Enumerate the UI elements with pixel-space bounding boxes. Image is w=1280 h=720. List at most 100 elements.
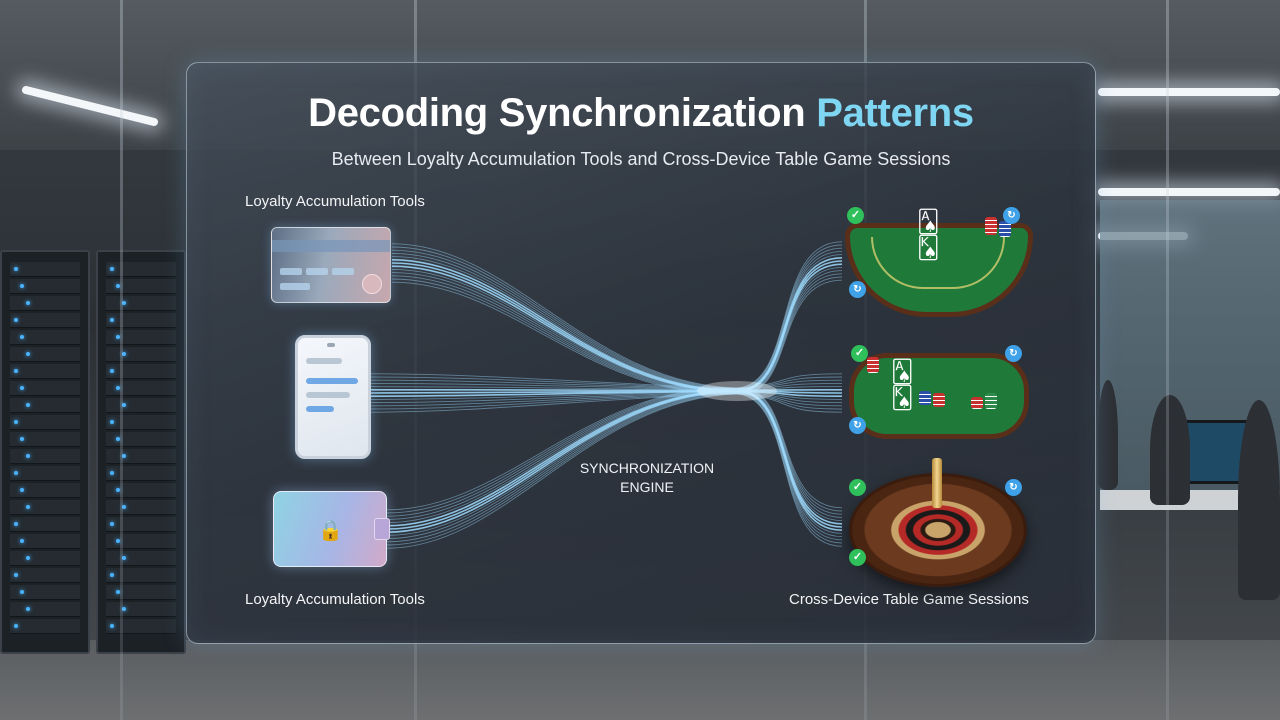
rack-slot <box>10 262 80 277</box>
flow-line <box>386 388 738 514</box>
chip-stack-icon <box>985 393 997 409</box>
rack-slot <box>10 330 80 345</box>
rack-led <box>122 607 126 611</box>
rack-led <box>14 471 18 475</box>
flow-line <box>736 376 843 390</box>
rack-led <box>116 386 120 390</box>
rack-led <box>116 539 120 543</box>
server-rack <box>96 250 186 654</box>
flow-line <box>736 391 843 538</box>
sync-icon: ↻ <box>849 417 866 434</box>
flow-line <box>391 265 738 393</box>
rack-led <box>110 522 114 526</box>
rack-led <box>14 573 18 577</box>
chip-stack-icon <box>919 391 931 405</box>
flow-line <box>391 278 738 394</box>
rack-led <box>14 522 18 526</box>
flow-line <box>736 389 843 522</box>
rack-led <box>26 607 30 611</box>
sync-icon: ↻ <box>1005 479 1022 496</box>
flow-line <box>736 373 843 389</box>
smartphone-icon <box>295 335 371 459</box>
flow-line <box>736 273 843 394</box>
sync-flow-lines <box>368 241 843 549</box>
rack-led <box>110 369 114 373</box>
flow-line <box>368 373 738 389</box>
ceiling-light <box>1098 188 1280 196</box>
phone-bar <box>306 392 350 398</box>
rack-led <box>14 420 18 424</box>
flow-line <box>386 389 738 527</box>
flow-line <box>368 392 738 407</box>
server-rack <box>0 250 90 654</box>
rack-slot <box>106 381 176 396</box>
flow-line <box>736 379 843 390</box>
check-icon: ✓ <box>851 345 868 362</box>
rack-slot <box>10 619 80 634</box>
flow-line <box>736 390 843 531</box>
page-title: Decoding Synchronization Patterns <box>308 91 974 135</box>
rack-led <box>20 437 24 441</box>
rack-slot <box>106 279 176 294</box>
flow-line <box>391 262 738 392</box>
rack-slot <box>106 619 176 634</box>
flow-line <box>368 382 738 391</box>
rack-led <box>14 318 18 322</box>
card-stripe <box>272 240 390 252</box>
phone-bar <box>306 358 342 364</box>
right-bottom-label: Cross-Device Table Game Sessions <box>789 591 1029 608</box>
rack-led <box>116 284 120 288</box>
engine-line-1: SYNCHRONIZATION <box>579 460 715 476</box>
flow-line <box>368 388 738 392</box>
playing-cards-icon: 🂡🂮 <box>917 209 940 260</box>
flow-line <box>736 276 843 394</box>
rack-slot <box>10 296 80 311</box>
rack-slot <box>10 449 80 464</box>
flow-line <box>736 270 843 393</box>
engine-line-2: ENGINE <box>620 479 674 495</box>
card-button <box>362 274 382 294</box>
phone-bar <box>306 378 358 384</box>
flow-line <box>736 391 843 400</box>
flow-line <box>391 268 738 393</box>
rack-led <box>116 335 120 339</box>
rack-led <box>20 284 24 288</box>
flow-line <box>368 386 738 391</box>
rack-slot <box>10 398 80 413</box>
check-icon: ✓ <box>847 207 864 224</box>
diagram-panel: Decoding Synchronization Patterns Betwee… <box>186 62 1096 644</box>
rack-led <box>110 267 114 271</box>
rack-slot <box>10 517 80 532</box>
rack-led <box>14 624 18 628</box>
chip-stack-icon <box>971 397 983 409</box>
rack-slot <box>106 415 176 430</box>
flow-line <box>386 390 738 533</box>
flow-line <box>386 392 738 546</box>
rack-led <box>122 301 126 305</box>
rack-slot <box>106 534 176 549</box>
rack-led <box>20 335 24 339</box>
page-subtitle: Between Loyalty Accumulation Tools and C… <box>331 149 951 169</box>
flow-line <box>736 263 843 393</box>
rack-led <box>122 403 126 407</box>
phone-notch <box>327 343 335 347</box>
card-chip <box>280 268 302 275</box>
rack-slot <box>106 449 176 464</box>
flow-line <box>386 393 738 549</box>
rack-slot <box>106 500 176 515</box>
sync-icon: ↻ <box>1003 207 1020 224</box>
rack-led <box>122 556 126 560</box>
flow-line <box>391 243 738 389</box>
flow-line <box>368 376 738 390</box>
flow-line <box>391 256 738 391</box>
flow-line <box>736 387 843 509</box>
person <box>1238 400 1280 600</box>
rack-slot <box>106 568 176 583</box>
rack-slot <box>10 551 80 566</box>
flow-line <box>736 393 843 547</box>
flow-line <box>386 391 738 540</box>
flow-line <box>368 392 738 410</box>
rack-slot <box>106 466 176 481</box>
floor <box>0 640 1280 720</box>
roulette-wheel-icon <box>849 458 1027 587</box>
